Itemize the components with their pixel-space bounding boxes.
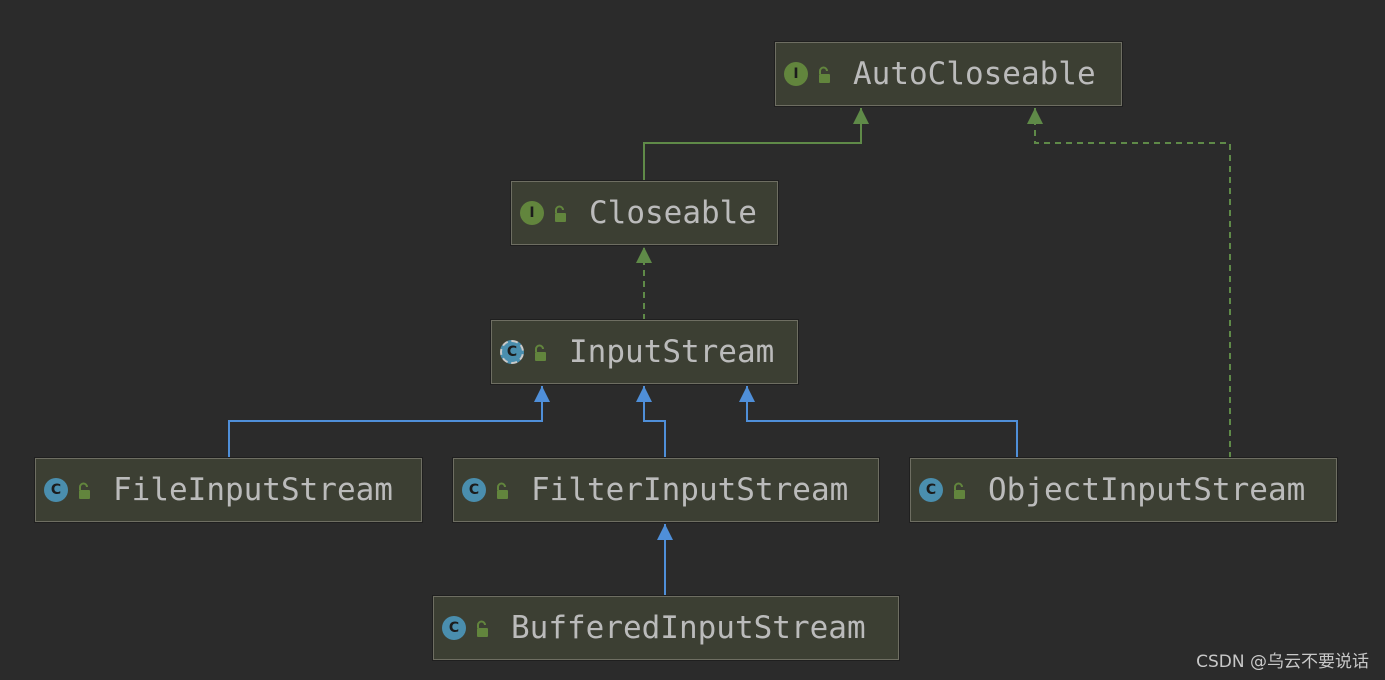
- unlocked-icon: [497, 482, 508, 499]
- edge-line: [746, 386, 1018, 458]
- node-label: FilterInputStream: [531, 472, 849, 508]
- unlocked-icon: [954, 482, 965, 499]
- edge-line: [228, 386, 543, 458]
- node-label: BufferedInputStream: [511, 610, 866, 646]
- interface-icon: I: [520, 201, 544, 225]
- abstract-class-icon: C: [500, 340, 524, 364]
- node-filterinputstream[interactable]: C FilterInputStream: [453, 458, 879, 522]
- node-bufferedinputstream[interactable]: C BufferedInputStream: [433, 596, 899, 660]
- edge-fileinputstream-to-inputstream: [228, 386, 550, 458]
- class-icon: C: [919, 478, 943, 502]
- unlocked-icon: [79, 482, 90, 499]
- edge-line: [643, 108, 862, 181]
- unlocked-icon: [819, 66, 830, 83]
- edge-line: [643, 386, 666, 458]
- unlocked-icon: [555, 205, 566, 222]
- edge-inputstream-to-closeable: [636, 247, 652, 320]
- node-objectinputstream[interactable]: C ObjectInputStream: [910, 458, 1337, 522]
- node-label: FileInputStream: [113, 472, 393, 508]
- node-label: InputStream: [569, 334, 775, 370]
- node-label: ObjectInputStream: [988, 472, 1306, 508]
- edge-line: [1034, 108, 1231, 458]
- edge-objectinputstream-to-autocloseable: [1027, 108, 1231, 458]
- edge-bufferedinputstream-to-filterinputstream: [657, 524, 673, 596]
- arrowhead-icon: [636, 386, 652, 402]
- node-label: Closeable: [589, 195, 757, 231]
- node-fileinputstream[interactable]: C FileInputStream: [35, 458, 422, 522]
- arrowhead-icon: [1027, 108, 1043, 124]
- edge-filterinputstream-to-inputstream: [636, 386, 666, 458]
- node-closeable[interactable]: I Closeable: [511, 181, 778, 245]
- arrowhead-icon: [636, 247, 652, 263]
- class-icon: C: [462, 478, 486, 502]
- node-label: AutoCloseable: [853, 56, 1096, 92]
- arrowhead-icon: [739, 386, 755, 402]
- node-inputstream[interactable]: C InputStream: [491, 320, 798, 384]
- edge-objectinputstream-to-inputstream: [739, 386, 1018, 458]
- arrowhead-icon: [853, 108, 869, 124]
- watermark: CSDN @乌云不要说话: [1196, 652, 1369, 672]
- edge-closeable-to-autocloseable: [643, 108, 869, 181]
- node-autocloseable[interactable]: I AutoCloseable: [775, 42, 1122, 106]
- arrowhead-icon: [534, 386, 550, 402]
- class-icon: C: [44, 478, 68, 502]
- unlocked-icon: [535, 344, 546, 361]
- arrowhead-icon: [657, 524, 673, 540]
- interface-icon: I: [784, 62, 808, 86]
- unlocked-icon: [477, 620, 488, 637]
- class-icon: C: [442, 616, 466, 640]
